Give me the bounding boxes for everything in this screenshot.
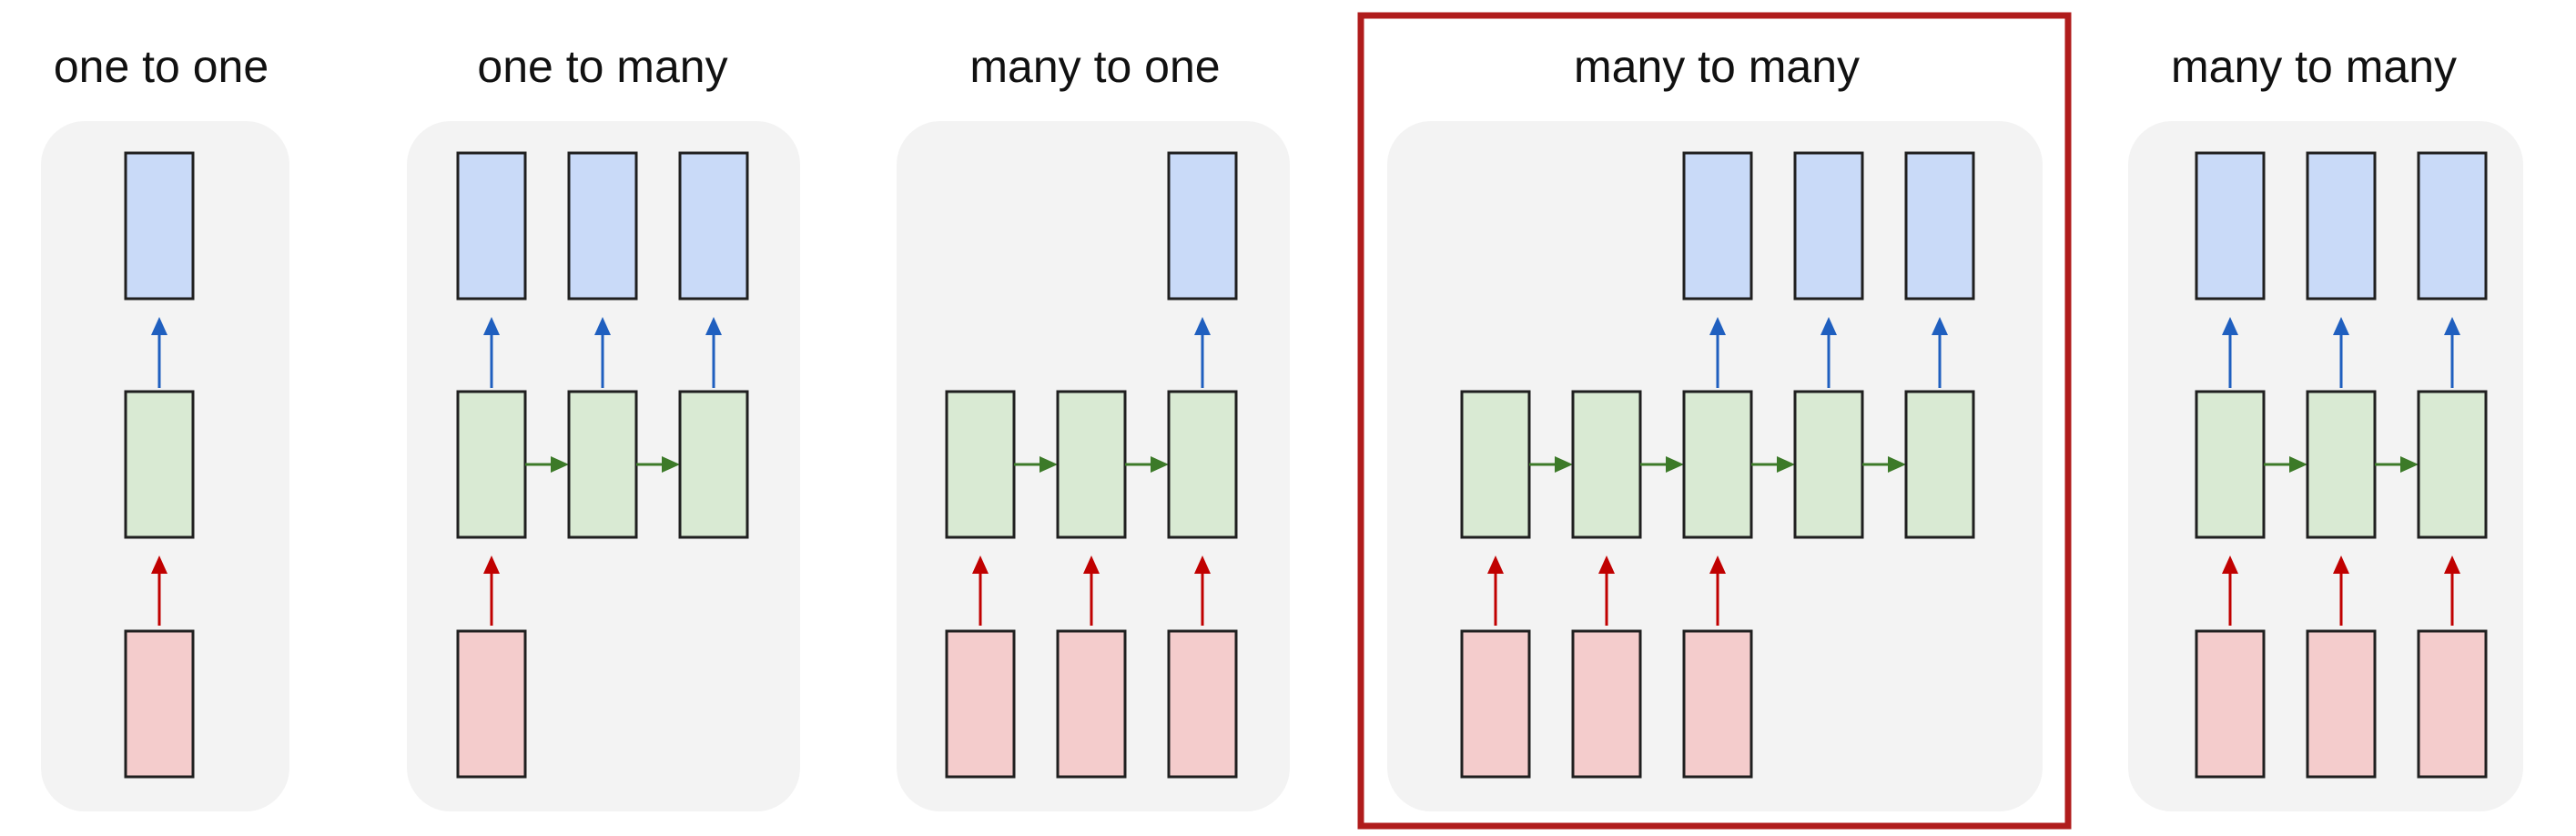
up-arrow-icon bbox=[151, 317, 167, 388]
title-many-to-many: many to many bbox=[1574, 41, 1860, 92]
input-box bbox=[1571, 629, 1642, 779]
hidden-state-box bbox=[2195, 390, 2266, 539]
right-arrow-icon bbox=[1014, 456, 1058, 473]
input-box bbox=[1056, 629, 1127, 779]
highlight-frame bbox=[1357, 12, 2072, 830]
up-arrow-icon bbox=[1194, 317, 1211, 388]
up-arrow-icon bbox=[483, 556, 500, 626]
input-box bbox=[456, 629, 527, 779]
up-arrow-icon bbox=[2222, 556, 2238, 626]
right-arrow-icon bbox=[2375, 456, 2419, 473]
output-box bbox=[1167, 151, 1238, 301]
up-arrow-icon bbox=[1820, 317, 1837, 388]
up-arrow-icon bbox=[483, 317, 500, 388]
output-box bbox=[456, 151, 527, 301]
up-arrow-icon bbox=[2222, 317, 2238, 388]
up-arrow-icon bbox=[1709, 317, 1726, 388]
output-box bbox=[678, 151, 749, 301]
output-box bbox=[124, 151, 195, 301]
right-arrow-icon bbox=[1529, 456, 1573, 473]
hidden-state-box bbox=[124, 390, 195, 539]
title-many-to-one: many to one bbox=[969, 41, 1220, 92]
output-box bbox=[567, 151, 638, 301]
hidden-state-box bbox=[945, 390, 1016, 539]
hidden-state-box bbox=[567, 390, 638, 539]
input-box bbox=[2417, 629, 2488, 779]
output-box bbox=[2417, 151, 2488, 301]
right-arrow-icon bbox=[1640, 456, 1684, 473]
output-box bbox=[2195, 151, 2266, 301]
right-arrow-icon bbox=[1751, 456, 1795, 473]
up-arrow-icon bbox=[594, 317, 611, 388]
title-one-to-one: one to one bbox=[54, 41, 269, 92]
output-box bbox=[1793, 151, 1864, 301]
hidden-state-box bbox=[2306, 390, 2377, 539]
hidden-state-box bbox=[1167, 390, 1238, 539]
right-arrow-icon bbox=[1862, 456, 1906, 473]
title-one-to-many: one to many bbox=[477, 41, 727, 92]
hidden-state-box bbox=[1571, 390, 1642, 539]
hidden-state-box bbox=[456, 390, 527, 539]
input-box bbox=[1460, 629, 1531, 779]
right-arrow-icon bbox=[1125, 456, 1169, 473]
up-arrow-icon bbox=[2444, 556, 2460, 626]
up-arrow-icon bbox=[1932, 317, 1948, 388]
hidden-state-box bbox=[2417, 390, 2488, 539]
input-box bbox=[1167, 629, 1238, 779]
up-arrow-icon bbox=[2444, 317, 2460, 388]
up-arrow-icon bbox=[1487, 556, 1504, 626]
input-box bbox=[2195, 629, 2266, 779]
up-arrow-icon bbox=[1083, 556, 1100, 626]
up-arrow-icon bbox=[1598, 556, 1615, 626]
right-arrow-icon bbox=[525, 456, 569, 473]
right-arrow-icon bbox=[636, 456, 680, 473]
up-arrow-icon bbox=[705, 317, 722, 388]
input-box bbox=[124, 629, 195, 779]
hidden-state-box bbox=[1793, 390, 1864, 539]
input-box bbox=[945, 629, 1016, 779]
hidden-state-box bbox=[1460, 390, 1531, 539]
up-arrow-icon bbox=[972, 556, 989, 626]
up-arrow-icon bbox=[1194, 556, 1211, 626]
hidden-state-box bbox=[1056, 390, 1127, 539]
up-arrow-icon bbox=[1709, 556, 1726, 626]
hidden-state-box bbox=[678, 390, 749, 539]
title-many-to-many-synced: many to many bbox=[2171, 41, 2457, 92]
input-box bbox=[1682, 629, 1753, 779]
right-arrow-icon bbox=[2264, 456, 2307, 473]
input-box bbox=[2306, 629, 2377, 779]
output-box bbox=[1904, 151, 1975, 301]
output-box bbox=[2306, 151, 2377, 301]
up-arrow-icon bbox=[151, 556, 167, 626]
up-arrow-icon bbox=[2333, 556, 2349, 626]
hidden-state-box bbox=[1682, 390, 1753, 539]
up-arrow-icon bbox=[2333, 317, 2349, 388]
hidden-state-box bbox=[1904, 390, 1975, 539]
output-box bbox=[1682, 151, 1753, 301]
